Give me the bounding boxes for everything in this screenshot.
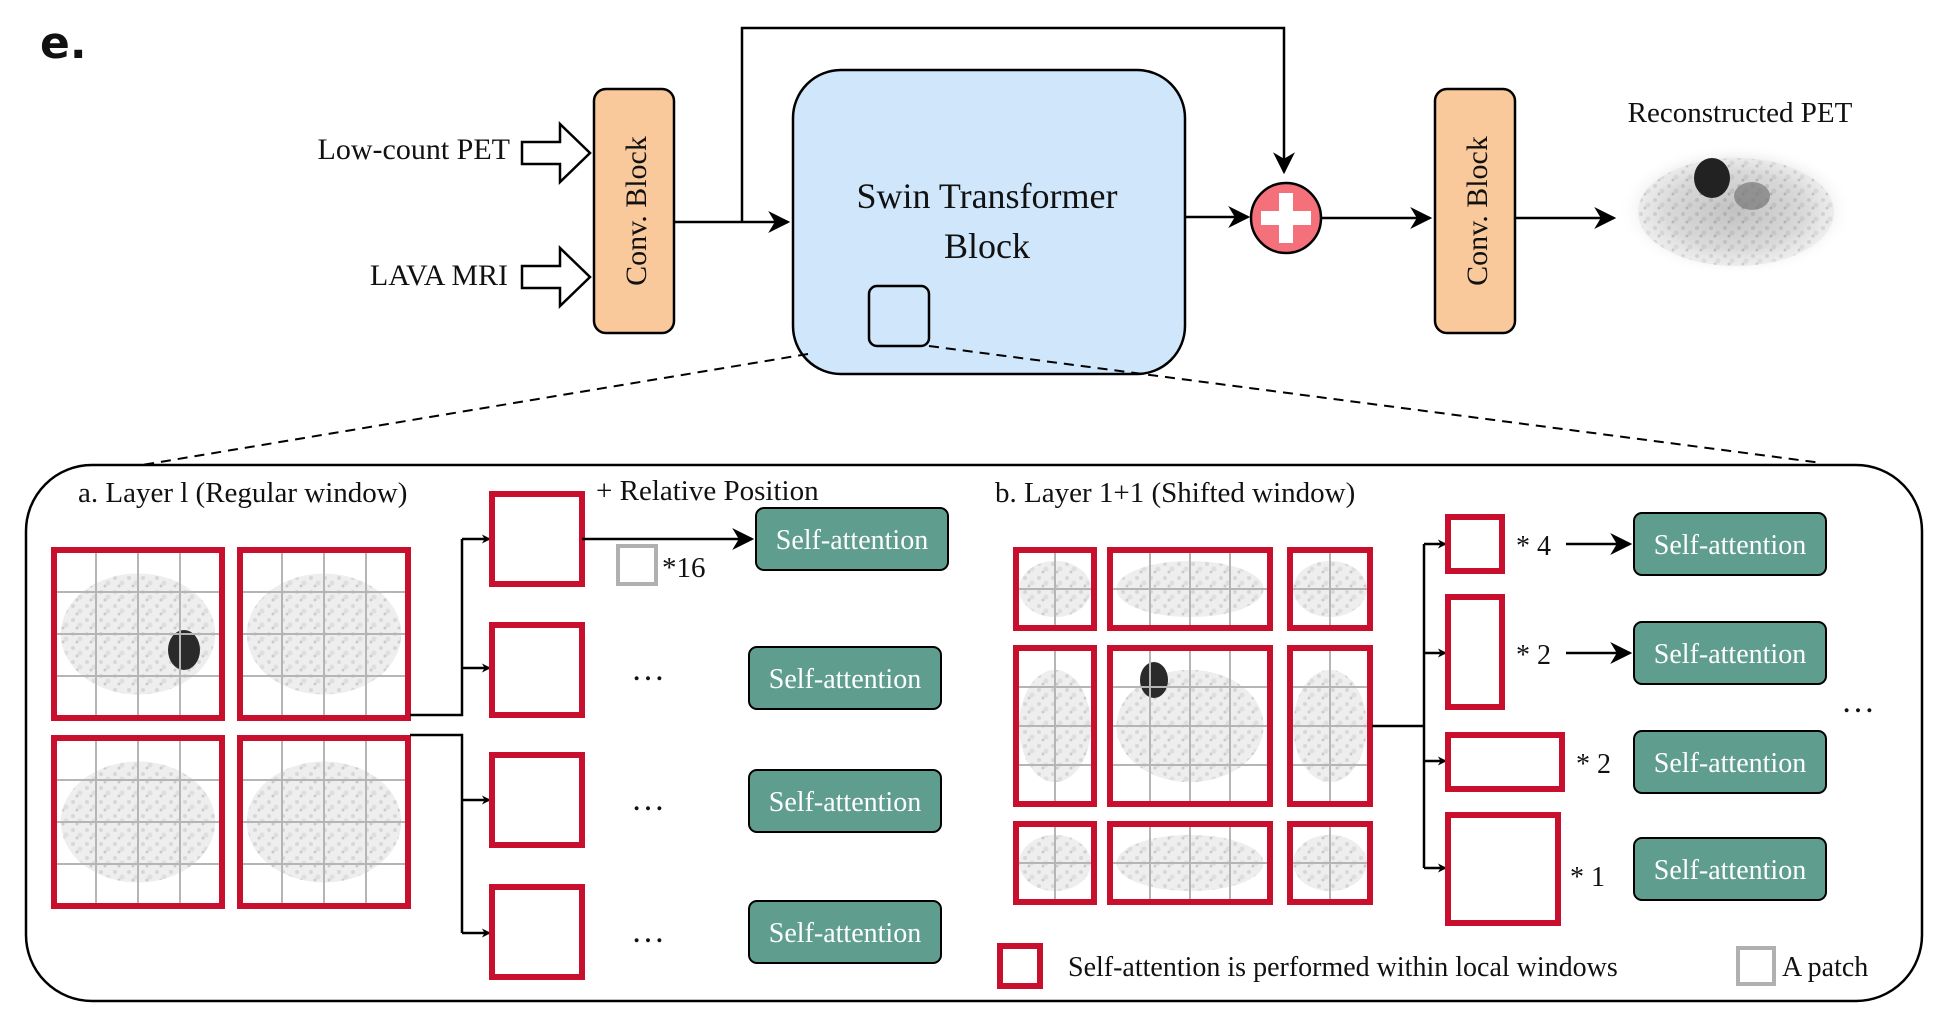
regular-window-grid xyxy=(51,547,411,909)
shifted-window-5 xyxy=(1107,645,1273,807)
self-attention-a-4: Self-attention xyxy=(748,900,942,964)
multiplier-b-3: * 2 xyxy=(1576,749,1611,780)
patch-multiplier: *16 xyxy=(662,552,706,584)
shifted-window-6 xyxy=(1287,645,1373,807)
self-attention-a-2: Self-attention xyxy=(748,646,942,710)
window-b-3 xyxy=(1445,732,1565,792)
swin-transformer-block xyxy=(791,68,1187,376)
branch-a-lower xyxy=(410,733,464,933)
input-label-pet: Low-count PET xyxy=(318,133,510,166)
legend-window-swatch xyxy=(997,943,1043,989)
shifted-window-3 xyxy=(1287,547,1373,631)
zoom-line-right xyxy=(928,345,1823,464)
window-b-2 xyxy=(1445,594,1505,710)
self-attention-label: Self-attention xyxy=(1654,748,1806,779)
legend-patch-label: A patch xyxy=(1782,952,1868,983)
regular-window-2 xyxy=(237,547,411,721)
conv-block-2-label: Conv. Block xyxy=(1461,136,1494,286)
regular-window-4 xyxy=(237,735,411,909)
legend-patch-swatch xyxy=(1736,946,1776,986)
regular-window-1 xyxy=(51,547,225,721)
self-attention-label: Self-attention xyxy=(769,787,921,818)
self-attention-b-2: Self-attention xyxy=(1633,621,1827,685)
output-label: Reconstructed PET xyxy=(1628,97,1853,129)
multiplier-b-2: * 2 xyxy=(1516,640,1551,671)
shifted-window-2 xyxy=(1107,547,1273,631)
layer-a-title: a. Layer l (Regular window) xyxy=(78,477,407,509)
shifted-window-9 xyxy=(1287,821,1373,905)
skip-connection xyxy=(740,26,1295,222)
conv-block-1-label: Conv. Block xyxy=(620,136,653,286)
shifted-window-grid xyxy=(1013,547,1373,905)
self-attention-a-3: Self-attention xyxy=(748,769,942,833)
patch-square-a xyxy=(616,544,658,586)
branch-a-upper xyxy=(410,539,464,717)
window-a-2 xyxy=(489,622,585,718)
input-label-mri: LAVA MRI xyxy=(370,259,508,292)
self-attention-label: Self-attention xyxy=(1654,639,1806,670)
legend-window-label: Self-attention is performed within local… xyxy=(1068,952,1618,983)
window-b-4 xyxy=(1445,812,1561,926)
self-attention-a-1: Self-attention xyxy=(755,507,949,571)
plus-icon-horizontal xyxy=(1261,211,1311,225)
window-a-3 xyxy=(489,752,585,848)
shifted-window-8 xyxy=(1107,821,1273,905)
conv-block-2 xyxy=(1433,87,1517,335)
conv-block-1 xyxy=(592,87,676,335)
window-b-1 xyxy=(1445,514,1505,574)
relative-position-label: + Relative Position xyxy=(596,475,819,507)
input-arrow-mri xyxy=(520,245,592,309)
ellipsis-a-2: … xyxy=(631,781,665,818)
zoom-line-left xyxy=(129,353,809,468)
regular-window-3 xyxy=(51,735,225,909)
reconstructed-pet-image xyxy=(1618,142,1854,276)
self-attention-b-1: Self-attention xyxy=(1633,512,1827,576)
multiplier-b-4: * 1 xyxy=(1570,862,1605,893)
multiplier-b-1: * 4 xyxy=(1516,531,1551,562)
shifted-window-1 xyxy=(1013,547,1097,631)
window-a-4 xyxy=(489,884,585,980)
self-attention-label: Self-attention xyxy=(1654,855,1806,886)
ellipsis-a-1: … xyxy=(631,651,665,688)
input-arrow-pet xyxy=(520,121,592,185)
swin-block-title-line1: Swin Transformer xyxy=(856,176,1117,216)
ellipsis-b: … xyxy=(1841,683,1875,720)
self-attention-label: Self-attention xyxy=(769,664,921,695)
self-attention-label: Self-attention xyxy=(769,918,921,949)
self-attention-label: Self-attention xyxy=(1654,530,1806,561)
self-attention-b-3: Self-attention xyxy=(1633,730,1827,794)
swin-patch-square xyxy=(867,284,931,348)
self-attention-b-4: Self-attention xyxy=(1633,837,1827,901)
shifted-window-7 xyxy=(1013,821,1097,905)
ellipsis-a-3: … xyxy=(631,913,665,950)
self-attention-label: Self-attention xyxy=(776,525,928,556)
layer-b-title: b. Layer 1+1 (Shifted window) xyxy=(995,477,1355,509)
swin-block-title-line2: Block xyxy=(944,226,1030,266)
shifted-window-4 xyxy=(1013,645,1097,807)
panel-letter: e. xyxy=(40,18,87,69)
